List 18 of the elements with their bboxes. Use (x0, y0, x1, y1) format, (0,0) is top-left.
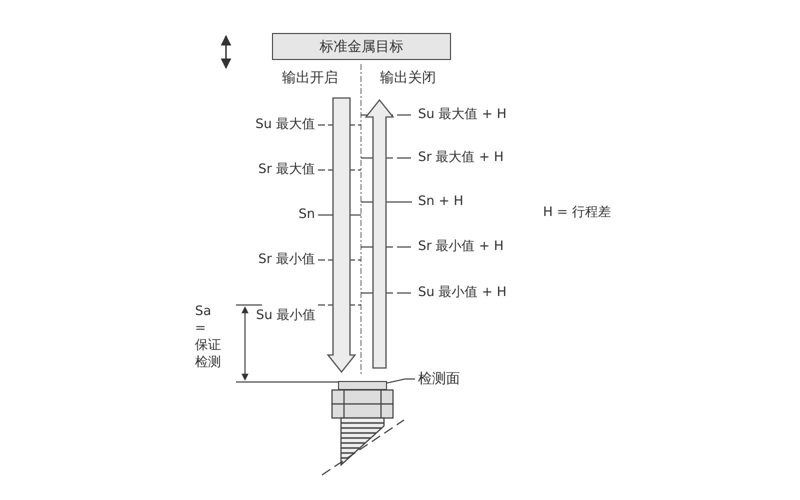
note-text: H = 行程差 (543, 205, 611, 221)
level-label: Sr 最小值 + H (418, 239, 504, 255)
level-label: Su 最大值 (255, 117, 315, 133)
level-label: Su 最小值 (256, 308, 316, 324)
target-box: 标准金属目标 (272, 33, 451, 60)
level-label: Su 最大值 + H (418, 107, 507, 123)
column-heading: 输出关闭 (379, 70, 437, 86)
level-label: Sr 最小值 (258, 252, 315, 268)
level-label: Su 最小值 + H (418, 285, 507, 301)
dimension-label: Sa = 保证检测 (195, 303, 221, 371)
column-heading: 输出开启 (281, 70, 339, 86)
level-label: Sr 最大值 + H (418, 150, 504, 166)
face-label: 检测面 (418, 370, 468, 388)
level-label: Sn + H (418, 194, 464, 210)
level-label: Sr 最大值 (258, 162, 315, 178)
level-label: Sn (298, 207, 315, 223)
sensing-face (338, 381, 387, 390)
leader-line (386, 378, 416, 384)
